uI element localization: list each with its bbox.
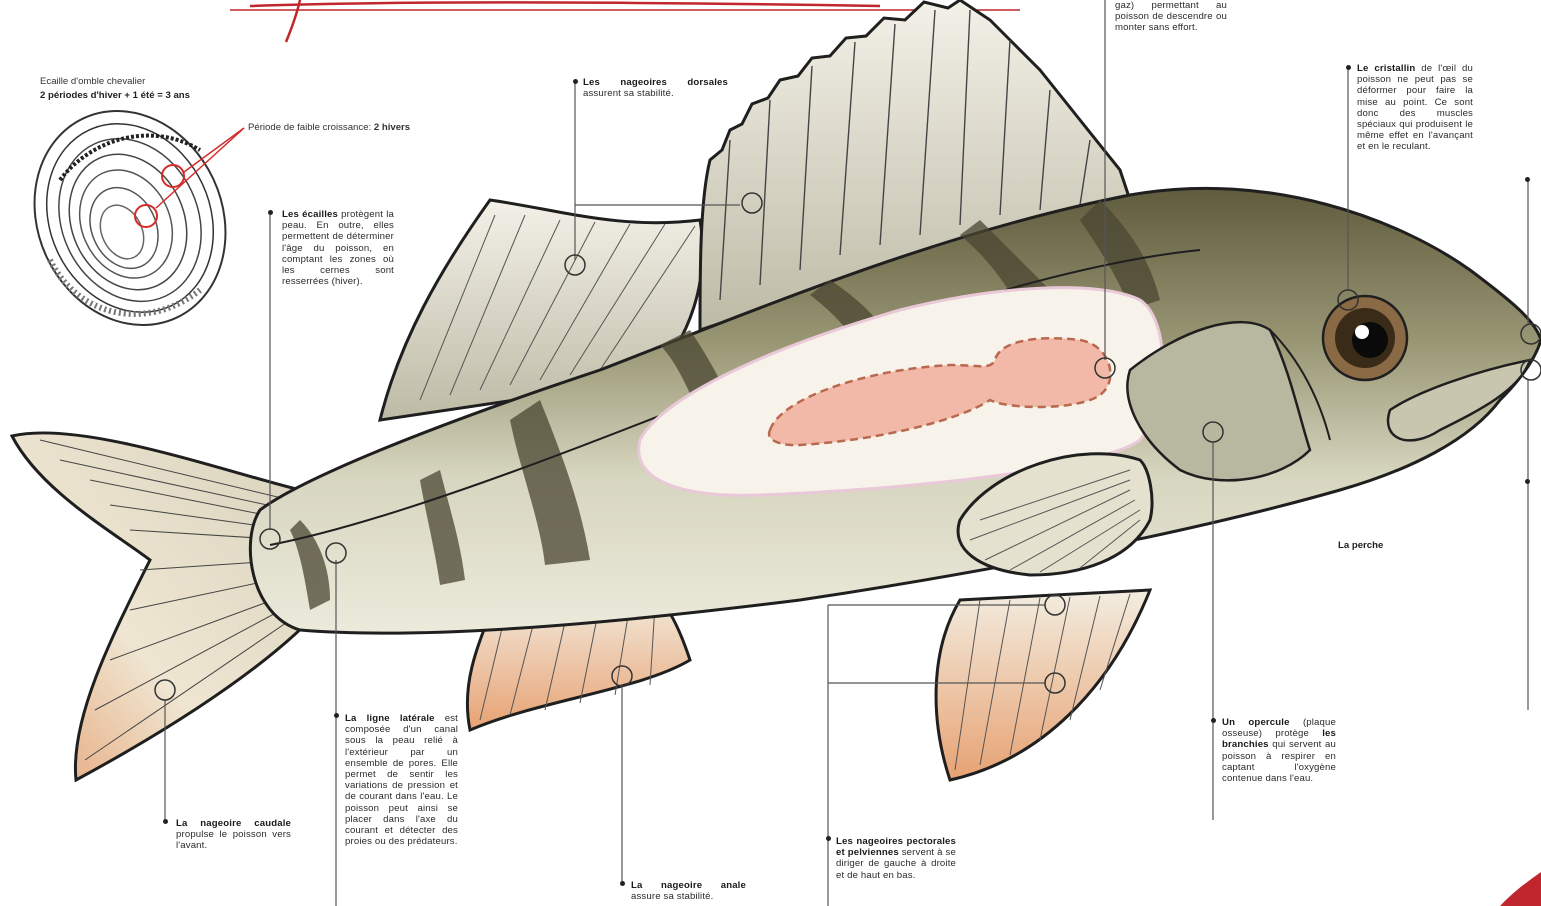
bullet-dot — [1346, 65, 1351, 70]
label-laterale-bold: La ligne latérale — [345, 713, 435, 724]
pelvic-fin — [936, 590, 1150, 780]
label-caudale-text: propulse le poisson vers l'avant. — [176, 829, 291, 851]
label-ecailles: Les écailles protègent la peau. En outre… — [282, 209, 394, 287]
label-dorsales-bold: Les nageoires dorsales — [583, 77, 728, 88]
label-vessie: gaz) permettant au poisson de descendre … — [1115, 0, 1227, 34]
scale-caption-age: 2 périodes d'hiver + 1 été = 3 ans — [40, 90, 190, 101]
label-anale-text: assure sa stabilité. — [631, 891, 713, 902]
label-laterale-text: est composée d'un canal sous la peau rel… — [345, 713, 458, 847]
label-ecailles-bold: Les écailles — [282, 209, 338, 220]
caudal-fin — [12, 433, 310, 780]
scale-callout: Période de faible croissance: 2 hivers — [248, 122, 410, 133]
bullet-dot — [1525, 479, 1530, 484]
label-anale-bold: La nageoire anale — [631, 880, 746, 891]
label-dorsales-text: assurent sa stabilité. — [583, 88, 674, 99]
label-opercule-bold: Un opercule — [1222, 717, 1290, 728]
bullet-dot — [1525, 177, 1530, 182]
label-opercule: Un opercule (plaque osseuse) protège les… — [1222, 717, 1336, 784]
label-pectorales: Les nageoires pectorales et pelviennes s… — [836, 836, 956, 881]
bullet-dot — [334, 713, 339, 718]
scale-drawing — [0, 79, 260, 356]
bullet-dot — [620, 881, 625, 886]
bullet-dot — [1211, 718, 1216, 723]
bullet-dot — [163, 819, 168, 824]
scale-callout-bold: 2 hivers — [374, 122, 410, 133]
label-dorsales: Les nageoires dorsales assurent sa stabi… — [583, 77, 728, 99]
scale-callout-text: Période de faible croissance: — [248, 122, 374, 133]
label-laterale: La ligne latérale est composée d'un cana… — [345, 713, 458, 847]
species-label: La perche — [1338, 540, 1383, 551]
eye — [1323, 296, 1407, 380]
label-cristallin: Le cristallin de l'œil du poisson ne peu… — [1357, 63, 1473, 153]
corner-swoosh — [1500, 872, 1541, 906]
label-vessie-text: gaz) permettant au poisson de descendre … — [1115, 0, 1227, 33]
label-cristallin-text: de l'œil du poisson ne peut pas se défor… — [1357, 63, 1473, 152]
label-caudale-bold: La nageoire caudale — [176, 818, 291, 829]
label-caudale: La nageoire caudale propulse le poisson … — [176, 818, 291, 852]
bullet-dot — [268, 210, 273, 215]
label-anale: La nageoire anale assure sa stabilité. — [631, 880, 746, 902]
label-ecailles-text: protègent la peau. En outre, elles perme… — [282, 209, 394, 287]
bullet-dot — [573, 79, 578, 84]
label-cristallin-bold: Le cristallin — [1357, 63, 1415, 74]
bullet-dot — [826, 836, 831, 841]
scale-caption-title: Ecaille d'omble chevalier — [40, 76, 145, 87]
